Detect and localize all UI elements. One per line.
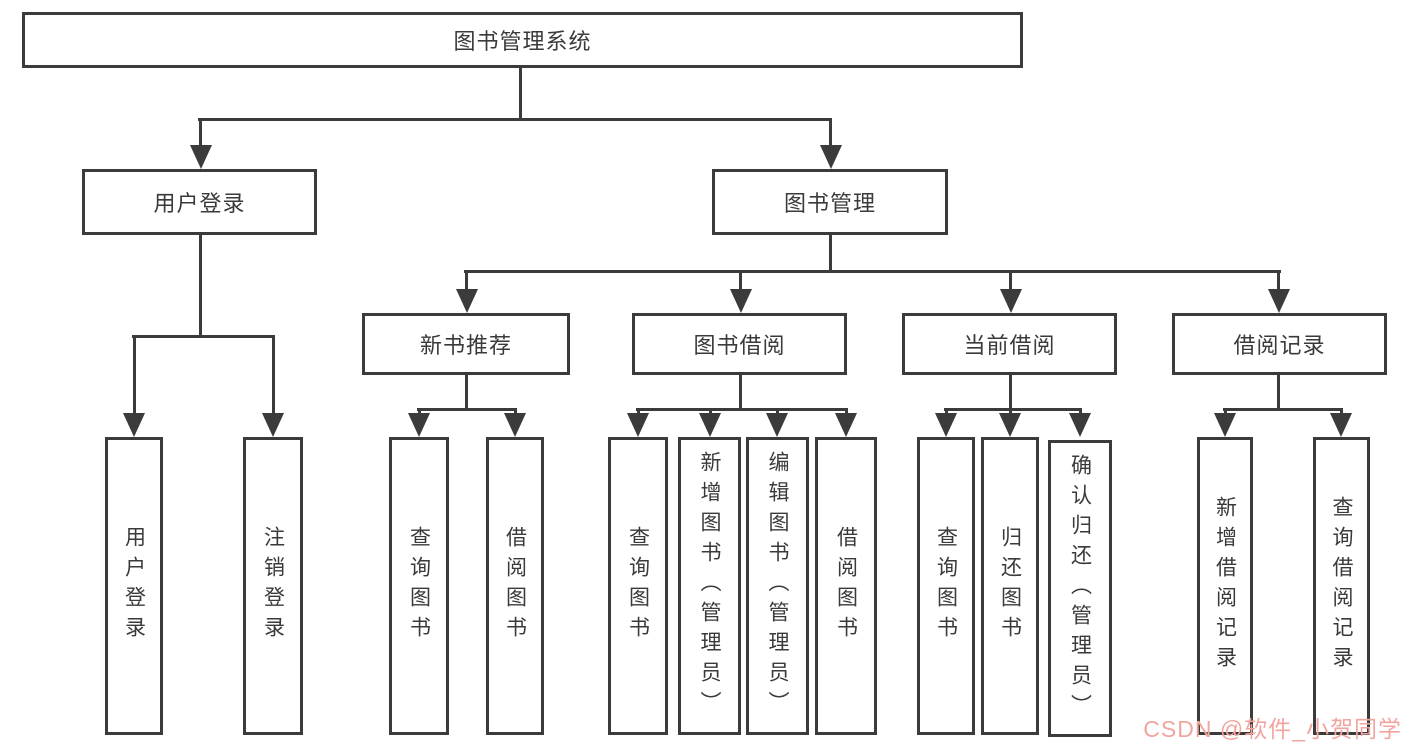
connector-line bbox=[272, 337, 275, 417]
node-book-management-label: 图书管理 bbox=[783, 191, 876, 216]
arrow-down-icon bbox=[999, 413, 1021, 437]
connector-line bbox=[739, 272, 742, 292]
leaf-logout: 注销登录 bbox=[243, 437, 303, 735]
arrow-down-icon bbox=[456, 289, 478, 313]
leaf-user-login-label: 用户登录 bbox=[122, 526, 146, 646]
arrow-down-icon bbox=[1069, 413, 1091, 437]
connector-line bbox=[1009, 374, 1012, 410]
leaf-borrow-books-2: 借阅图书 bbox=[815, 437, 877, 735]
connector-line bbox=[465, 272, 468, 292]
arrow-down-icon bbox=[820, 145, 842, 169]
leaf-query-books-2: 查询图书 bbox=[608, 437, 668, 735]
node-user-login-group-label: 用户登录 bbox=[153, 191, 246, 216]
leaf-borrow-books-1-label: 借阅图书 bbox=[503, 526, 527, 646]
connector-line bbox=[132, 335, 275, 338]
arrow-down-icon bbox=[1000, 289, 1022, 313]
arrow-down-icon bbox=[504, 413, 526, 437]
node-book-management: 图书管理 bbox=[712, 169, 948, 235]
node-new-book-recommend-label: 新书推荐 bbox=[419, 333, 512, 358]
leaf-query-books-1: 查询图书 bbox=[389, 437, 449, 735]
leaf-user-login: 用户登录 bbox=[105, 437, 163, 735]
node-borrow-records-label: 借阅记录 bbox=[1233, 333, 1326, 358]
arrow-down-icon bbox=[835, 413, 857, 437]
connector-line bbox=[636, 408, 848, 411]
arrow-down-icon bbox=[730, 289, 752, 313]
node-user-login-group: 用户登录 bbox=[82, 169, 317, 235]
leaf-confirm-return-admin: 确认归还（管理员） bbox=[1048, 440, 1112, 737]
connector-line bbox=[739, 374, 742, 410]
leaf-return-books-label: 归还图书 bbox=[998, 526, 1022, 646]
arrow-down-icon bbox=[1330, 413, 1352, 437]
connector-line bbox=[1009, 272, 1012, 292]
leaf-add-borrow-record: 新增借阅记录 bbox=[1197, 437, 1253, 735]
connector-line bbox=[1277, 272, 1280, 292]
leaf-query-books-3: 查询图书 bbox=[917, 437, 975, 735]
node-book-borrow: 图书借阅 bbox=[632, 313, 847, 375]
leaf-query-borrow-record: 查询借阅记录 bbox=[1313, 437, 1370, 735]
connector-line bbox=[417, 408, 517, 411]
node-root-label: 图书管理系统 bbox=[453, 29, 592, 54]
leaf-query-books-1-label: 查询图书 bbox=[407, 526, 431, 646]
arrow-down-icon bbox=[1214, 413, 1236, 437]
leaf-add-books-admin: 新增图书（管理员） bbox=[678, 437, 741, 735]
connector-line bbox=[829, 234, 832, 272]
arrow-down-icon bbox=[935, 413, 957, 437]
arrow-down-icon bbox=[262, 413, 284, 437]
connector-line bbox=[1223, 408, 1343, 411]
leaf-borrow-books-2-label: 借阅图书 bbox=[834, 526, 858, 646]
leaf-logout-label: 注销登录 bbox=[261, 526, 285, 646]
leaf-edit-books-admin: 编辑图书（管理员） bbox=[746, 437, 809, 735]
node-new-book-recommend: 新书推荐 bbox=[362, 313, 570, 375]
leaf-query-borrow-record-label: 查询借阅记录 bbox=[1330, 496, 1353, 676]
connector-line bbox=[198, 118, 832, 121]
csdn-watermark: CSDN @软件_小贺同学 bbox=[1143, 716, 1402, 742]
connector-line bbox=[464, 270, 1281, 273]
connector-line bbox=[133, 337, 136, 417]
leaf-query-books-3-label: 查询图书 bbox=[934, 526, 958, 646]
node-current-borrow-label: 当前借阅 bbox=[963, 333, 1056, 358]
arrow-down-icon bbox=[1268, 289, 1290, 313]
node-borrow-records: 借阅记录 bbox=[1172, 313, 1387, 375]
connector-line bbox=[199, 120, 202, 148]
arrow-down-icon bbox=[699, 413, 721, 437]
node-book-borrow-label: 图书借阅 bbox=[693, 333, 786, 358]
leaf-confirm-return-admin-label: 确认归还（管理员） bbox=[1068, 453, 1092, 724]
arrow-down-icon bbox=[123, 413, 145, 437]
node-current-borrow: 当前借阅 bbox=[902, 313, 1117, 375]
leaf-borrow-books-1: 借阅图书 bbox=[486, 437, 544, 735]
arrow-down-icon bbox=[190, 145, 212, 169]
node-root: 图书管理系统 bbox=[22, 12, 1023, 68]
connector-line bbox=[829, 120, 832, 148]
leaf-add-borrow-record-label: 新增借阅记录 bbox=[1213, 496, 1237, 676]
connector-line bbox=[1277, 374, 1280, 410]
connector-line bbox=[944, 408, 1082, 411]
arrow-down-icon bbox=[627, 413, 649, 437]
connector-line bbox=[519, 67, 522, 120]
leaf-edit-books-admin-label: 编辑图书（管理员） bbox=[766, 451, 789, 721]
connector-line bbox=[199, 234, 202, 337]
arrow-down-icon bbox=[766, 413, 788, 437]
arrow-down-icon bbox=[408, 413, 430, 437]
leaf-add-books-admin-label: 新增图书（管理员） bbox=[698, 451, 721, 721]
leaf-return-books: 归还图书 bbox=[981, 437, 1039, 735]
connector-line bbox=[465, 374, 468, 410]
leaf-query-books-2-label: 查询图书 bbox=[626, 526, 650, 646]
